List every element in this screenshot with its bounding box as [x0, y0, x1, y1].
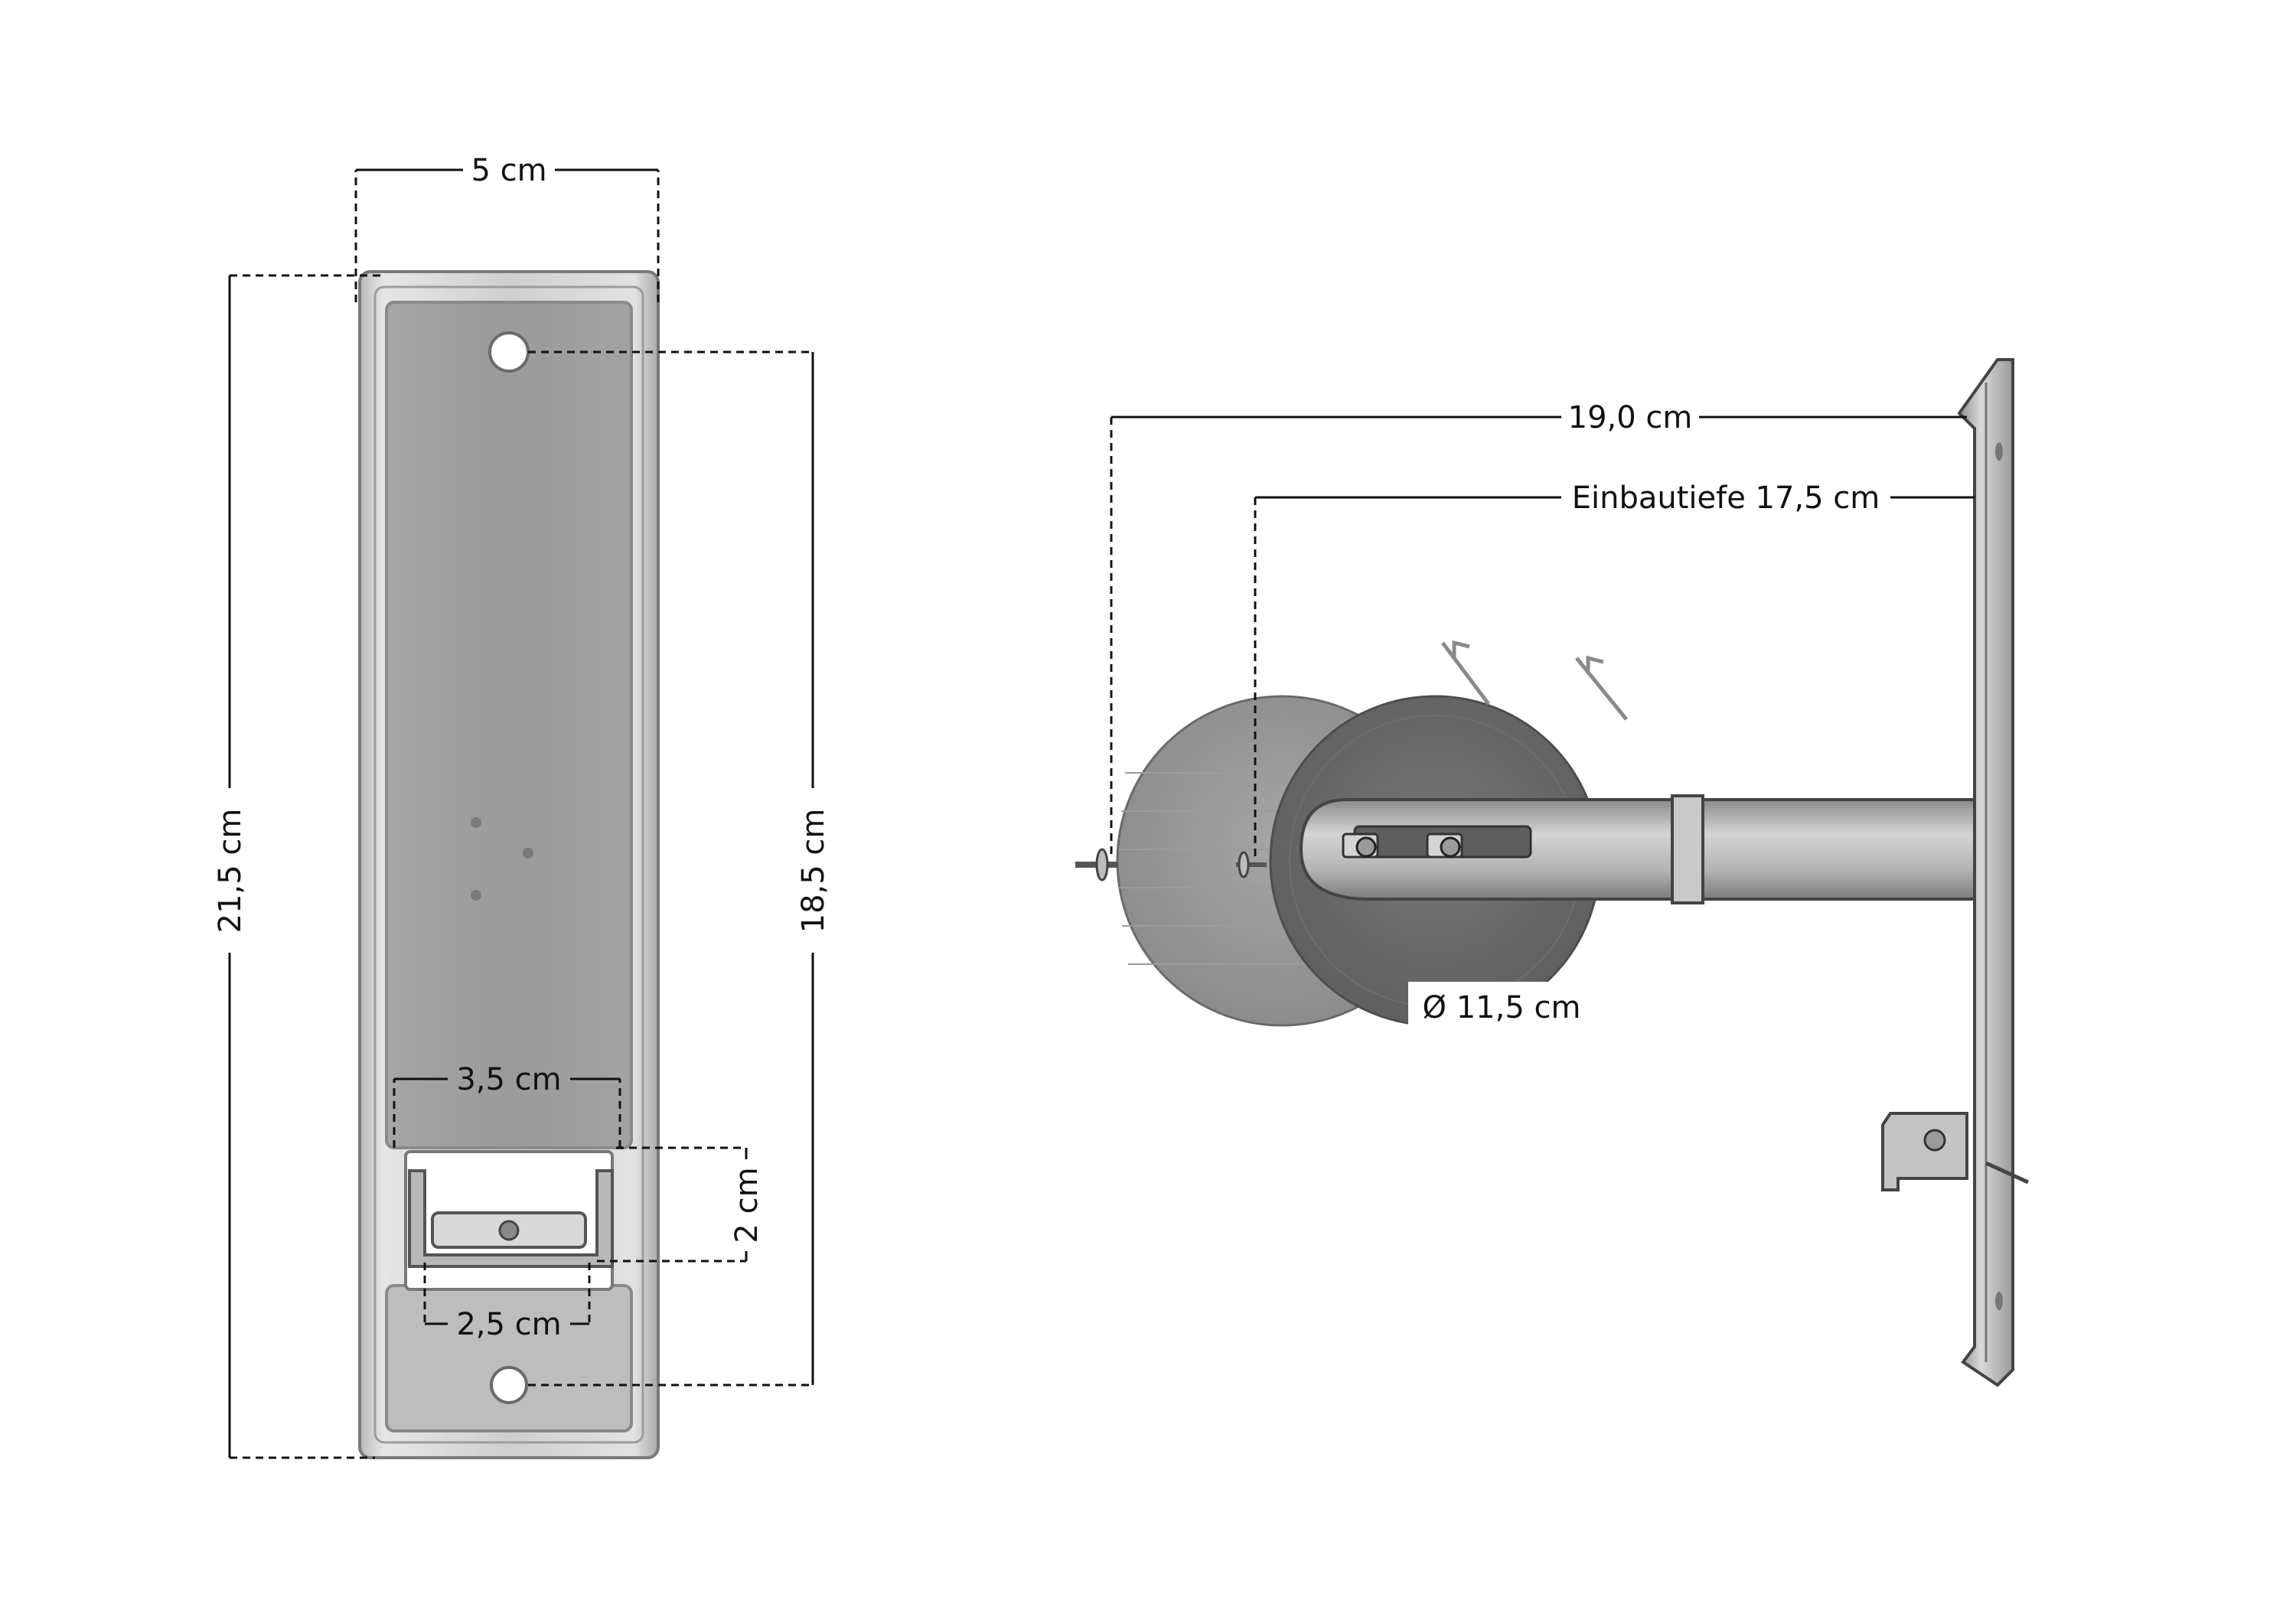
belt-slot: [404, 1150, 614, 1291]
plate-dimples: [471, 817, 533, 901]
side-plate: [1957, 358, 2014, 1387]
height-label: 21,5 cm: [213, 809, 248, 934]
lower-guide-bracket: [1881, 1112, 2030, 1191]
disc-diameter-label: Ø 11,5 cm: [1423, 990, 1581, 1025]
slot-width-label: 3,5 cm: [456, 1062, 561, 1097]
bottom-mounting-hole: [490, 1366, 528, 1404]
front-height-dimension: 21,5 cm: [213, 274, 383, 1459]
disc-diameter-callout: Ø 11,5 cm: [1408, 982, 1596, 1031]
side-view: [1075, 358, 2030, 1387]
hole-distance-label: 18,5 cm: [796, 809, 831, 934]
front-width-dimension: 5 cm: [354, 153, 660, 302]
installation-depth-label: Einbautiefe 17,5 cm: [1572, 481, 1880, 516]
slot-height-label: 2 cm: [729, 1167, 765, 1243]
guide-width-dimension: 2,5 cm: [423, 1263, 591, 1342]
total-depth-dimension: 19,0 cm: [1110, 400, 1967, 857]
guide-width-label: 2,5 cm: [456, 1307, 561, 1342]
slot-width-dimension: 3,5 cm: [393, 1062, 621, 1148]
width-label: 5 cm: [471, 153, 546, 188]
slot-height-dimension: 2 cm: [597, 1146, 765, 1263]
installation-depth-dimension: Einbautiefe 17,5 cm: [1254, 481, 1975, 857]
hole-distance-dimension: 18,5 cm: [528, 350, 831, 1387]
top-mounting-hole: [488, 331, 530, 373]
total-depth-label: 19,0 cm: [1568, 400, 1693, 435]
mounting-arm: [1299, 794, 2007, 904]
axle-pin: [1075, 848, 1267, 882]
front-view: [358, 270, 660, 1459]
